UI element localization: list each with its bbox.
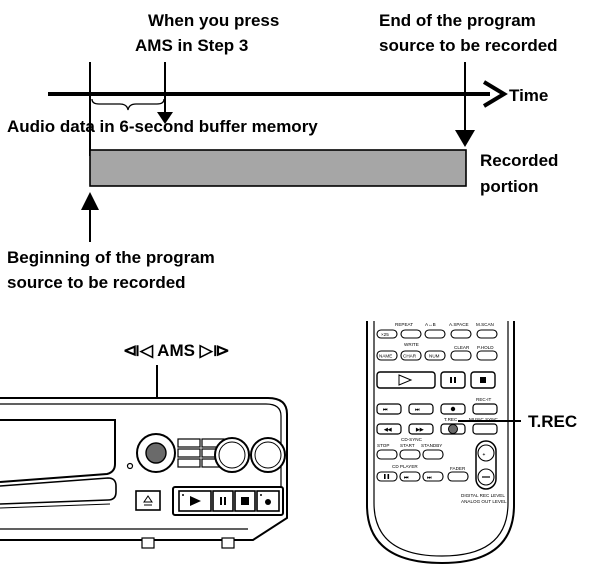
remote-pause-button[interactable] (440, 371, 466, 389)
press-ams-label-line2: AMS in Step 3 (135, 36, 248, 55)
cd-prev-button[interactable]: ⏮ (399, 471, 421, 482)
recorded-portion-bar (89, 149, 467, 187)
next-icon: ⏭ (415, 408, 420, 413)
fader-label: FADER (450, 466, 466, 471)
time-axis-arrowhead (482, 80, 508, 108)
remote-rewind-button[interactable]: ◀◀ (376, 423, 402, 435)
music-sync-button[interactable] (472, 423, 498, 435)
press-ams-label-line1: When you press (148, 11, 279, 30)
repeat-button[interactable] (400, 329, 422, 339)
level-knob-1[interactable] (214, 437, 250, 473)
cd-next-button[interactable]: ⏭ (422, 471, 444, 482)
cd-pause-button[interactable] (376, 471, 398, 482)
analog-out-level-label: ANALOG OUT LEVEL (461, 499, 507, 504)
remote-play-button[interactable] (376, 371, 436, 389)
char-button[interactable]: CHAR (400, 350, 422, 361)
prev-icon: ⏮ (383, 407, 388, 413)
fast-forward-icon: ▶▶ (415, 427, 425, 433)
clear-button[interactable] (450, 350, 472, 361)
end-label-line2: source to be recorded (379, 36, 558, 55)
name-button[interactable]: NAME (376, 350, 398, 361)
clear-label: CLEAR (454, 345, 470, 350)
end-label-line1: End of the program (379, 11, 536, 30)
recorded-label-line1: Recorded (480, 151, 558, 170)
svg-text:NUM: NUM (429, 354, 440, 359)
remote-next-button[interactable]: ⏭ (408, 403, 434, 415)
music-sync-label: MUSIC SYNC (469, 417, 499, 422)
svg-text:⏭: ⏭ (427, 476, 432, 481)
ab-button[interactable] (424, 329, 446, 339)
fader-button[interactable] (447, 471, 469, 482)
record-button[interactable] (256, 490, 280, 512)
x25-button[interactable]: ×25 (376, 329, 398, 339)
start-label: START (400, 443, 415, 448)
buffer-label: Audio data in 6-second buffer memory (7, 117, 318, 136)
plus-icon: + (483, 453, 486, 458)
cd-sync-label: CD-SYNC (401, 437, 423, 442)
trec-small-label: T.REC (444, 417, 458, 422)
svg-text:NAME: NAME (379, 354, 392, 359)
phold-label: P.HOLD (477, 345, 494, 350)
standby-label: STANDBY (421, 443, 442, 448)
deck-front-panel (0, 397, 288, 549)
aspace-label: A.SPACE (449, 322, 469, 327)
repeat-label: REPEAT (395, 322, 413, 327)
num-button[interactable]: NUM (424, 350, 446, 361)
remote-rec-button[interactable] (440, 403, 466, 415)
play-button[interactable] (178, 490, 212, 512)
trec-button[interactable] (440, 423, 466, 435)
remote-prev-button[interactable]: ⏮ (376, 403, 402, 415)
begin-label-line2: source to be recorded (7, 273, 186, 292)
recit-label: REC-IT (476, 397, 492, 402)
svg-text:CHAR: CHAR (403, 354, 417, 359)
remote-stop-button[interactable] (470, 371, 496, 389)
begin-label-line1: Beginning of the program (7, 248, 215, 267)
rewind-icon: ◀◀ (383, 427, 392, 433)
svg-text:×25: ×25 (381, 332, 389, 337)
mscan-label: M.SCAN (476, 322, 494, 327)
stop-button[interactable] (234, 490, 256, 512)
eject-button[interactable] (135, 490, 161, 511)
trec-callout-label: T.REC (528, 412, 577, 431)
buffer-brace (91, 98, 165, 111)
cd-sync-standby-button[interactable] (422, 449, 444, 460)
phold-button[interactable] (476, 350, 498, 361)
aspace-button[interactable] (450, 329, 472, 339)
cd-sync-start-button[interactable] (399, 449, 421, 460)
recorded-label-line2: portion (480, 177, 539, 196)
time-label: Time (509, 86, 548, 105)
ams-label: ⧏◁ AMS ▷⧐ (123, 341, 230, 360)
stop-label: STOP (377, 443, 389, 448)
remote-ff-button[interactable]: ▶▶ (408, 423, 434, 435)
cd-sync-stop-button[interactable] (376, 449, 398, 460)
ams-knob[interactable] (136, 433, 176, 473)
pause-button[interactable] (212, 490, 234, 512)
svg-text:⏮: ⏮ (404, 475, 409, 481)
search-buttons[interactable] (177, 438, 225, 468)
begin-arrow-head (81, 192, 99, 210)
level-rocker[interactable]: + (475, 440, 497, 490)
ab-label: A↔B (425, 322, 436, 327)
level-knob-2[interactable] (250, 437, 286, 473)
recit-button[interactable] (472, 403, 498, 415)
write-label: WRITE (404, 342, 419, 347)
cd-player-label: CD PLAYER (392, 464, 418, 469)
end-marker-arrowhead (455, 130, 475, 147)
mscan-button[interactable] (476, 329, 498, 339)
digital-rec-level-label: DIGITAL REC LEVEL (461, 493, 505, 498)
press-marker-arrowhead (157, 112, 173, 124)
